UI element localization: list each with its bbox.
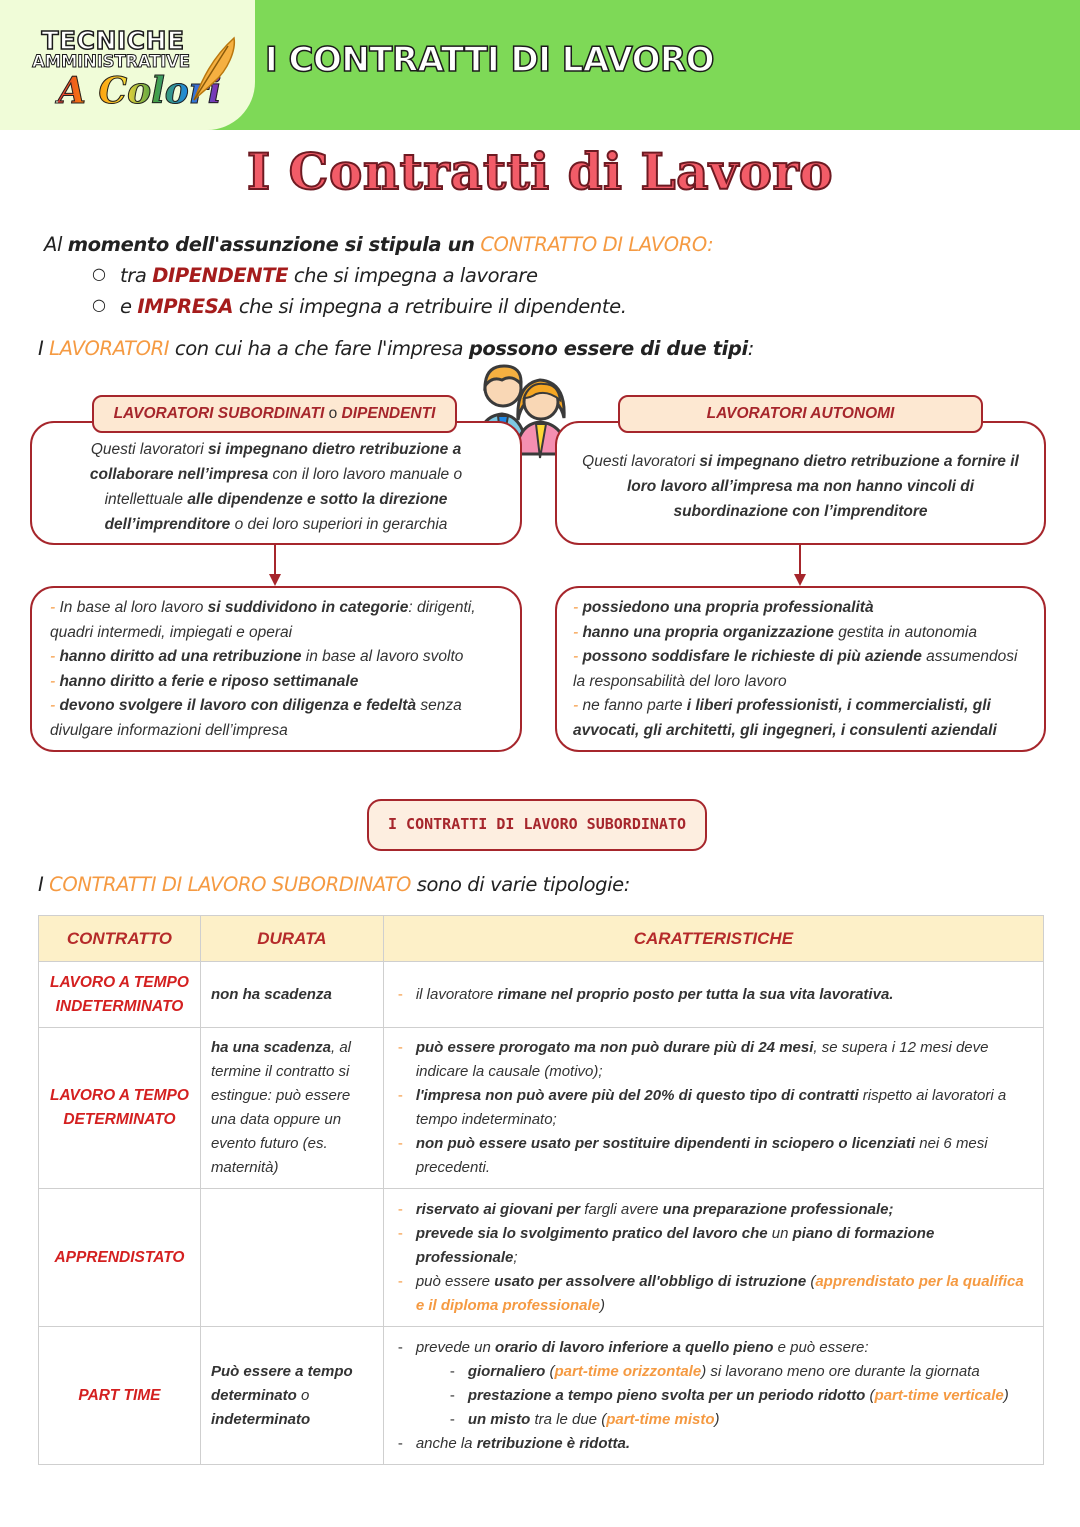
contracts-table: CONTRATTO DURATA CARATTERISTICHE LAVORO … <box>38 915 1045 1465</box>
logo-text-line2: AMMINISTRATIVE <box>32 52 191 72</box>
contract-duration: Può essere a tempo determinato o indeter… <box>199 1326 384 1465</box>
intro-bullet-dipendente: ○tra DIPENDENTE che si impegna a lavorar… <box>92 264 538 287</box>
table-row: LAVORO A TEMPO INDETERMINATO non ha scad… <box>38 961 1045 1028</box>
contract-duration: non ha scadenza <box>199 961 384 1028</box>
arrow-right-head <box>794 574 806 586</box>
logo-text-line3: A Colori <box>57 70 222 113</box>
workers-intro-line: I LAVORATORI con cui ha a che fare l'imp… <box>38 337 754 360</box>
autonomous-workers-description: Questi lavoratori si impegnano dietro re… <box>555 421 1046 545</box>
section-tag: I CONTRATTI DI LAVORO SUBORDINATO <box>367 799 707 851</box>
contract-features: -può essere prorogato ma non può durare … <box>382 1027 1045 1189</box>
detail-item: - possiedono una propria professionalità <box>573 599 874 616</box>
contract-features: -riservato ai giovani per fargli avere u… <box>382 1188 1045 1327</box>
detail-item: - hanno diritto ad una retribuzione in b… <box>50 648 464 666</box>
autonomous-workers-details: - possiedono una propria professionalità… <box>555 586 1046 752</box>
header-caratteristiche: CARATTERISTICHE <box>382 915 1045 962</box>
subordinate-workers-details: - In base al loro lavoro si suddividono … <box>30 586 522 752</box>
table-row: APPRENDISTATO -riservato ai giovani per … <box>38 1188 1045 1327</box>
contract-name: PART TIME <box>38 1326 201 1465</box>
detail-item: - hanno una propria organizzazione gesti… <box>573 623 977 641</box>
contract-name: APPRENDISTATO <box>38 1188 201 1327</box>
contracts-intro-line: I CONTRATTI DI LAVORO SUBORDINATO sono d… <box>38 873 630 896</box>
intro-bullet-impresa: ○e IMPRESA che si impegna a retribuire i… <box>92 295 627 318</box>
header-contratto: CONTRATTO <box>38 915 201 962</box>
arrow-left-head <box>269 574 281 586</box>
logo-text-line1: TECNICHE <box>41 25 185 56</box>
detail-item: - devono svolgere il lavoro con diligenz… <box>50 697 462 739</box>
detail-item: - ne fanno parte i liberi professionisti… <box>573 697 997 739</box>
contract-duration <box>199 1188 384 1327</box>
arrow-left <box>274 545 276 575</box>
intro-line: Al momento dell'assunzione si stipula un… <box>44 233 714 256</box>
contract-features: - il lavoratore rimane nel proprio posto… <box>382 961 1045 1028</box>
contract-name: LAVORO A TEMPO DETERMINATO <box>38 1027 201 1189</box>
arrow-right <box>799 545 801 575</box>
table-row: PART TIME Può essere a tempo determinato… <box>38 1326 1045 1465</box>
table-header-row: CONTRATTO DURATA CARATTERISTICHE <box>38 915 1045 962</box>
detail-item: - hanno diritto a ferie e riposo settima… <box>50 672 359 690</box>
subordinate-workers-description: Questi lavoratori si impegnano dietro re… <box>30 421 522 545</box>
contract-duration: ha una scadenza, al termine il contratto… <box>199 1027 384 1189</box>
contract-features: -prevede un orario di lavoro inferiore a… <box>382 1326 1045 1465</box>
header-durata: DURATA <box>199 915 384 962</box>
page-title: I Contratti di Lavoro <box>246 141 834 202</box>
table-row: LAVORO A TEMPO DETERMINATO ha una scaden… <box>38 1027 1045 1189</box>
autonomous-workers-tag: LAVORATORI AUTONOMI <box>618 395 983 433</box>
detail-item: - In base al loro lavoro si suddividono … <box>50 599 476 641</box>
contract-name: LAVORO A TEMPO INDETERMINATO <box>38 961 201 1028</box>
subordinate-workers-tag: LAVORATORI SUBORDINATI o DIPENDENTI <box>92 395 457 433</box>
header-title: I CONTRATTI DI LAVORO <box>264 39 715 81</box>
detail-item: - possono soddisfare le richieste di più… <box>573 648 1018 690</box>
feather-icon <box>193 36 236 101</box>
